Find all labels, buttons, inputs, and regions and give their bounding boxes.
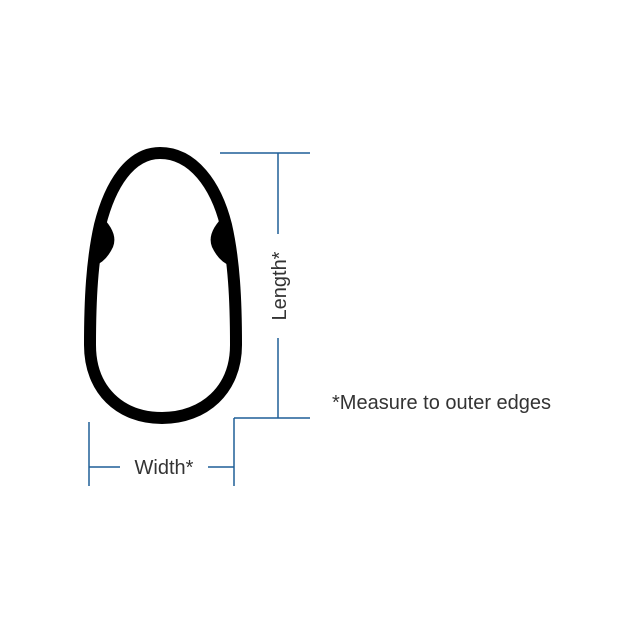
width-label: Width* [135,457,194,479]
oval-outline-icon [84,147,242,424]
width-dimension [88,418,235,486]
length-label: Length* [269,251,291,320]
measurement-note: *Measure to outer edges [332,392,551,414]
length-dimension [220,152,310,419]
